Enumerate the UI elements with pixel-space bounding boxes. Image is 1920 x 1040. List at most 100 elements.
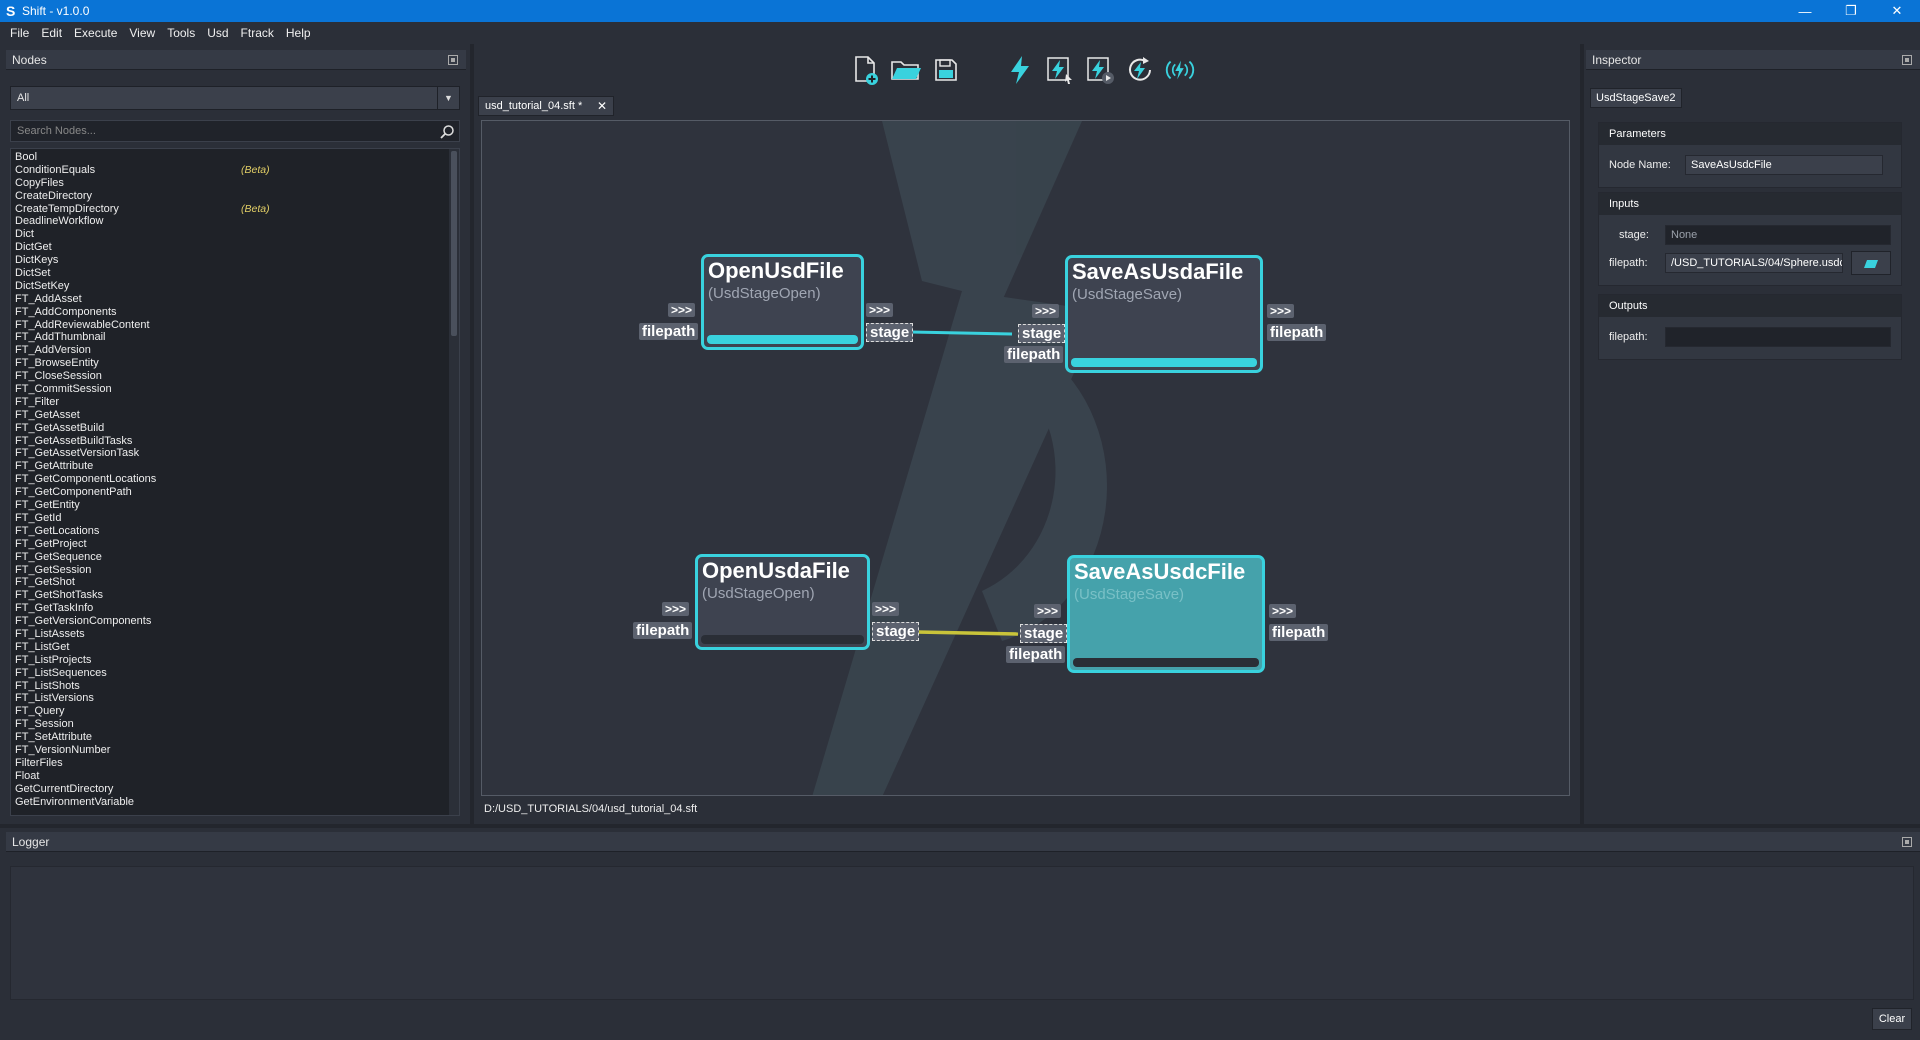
close-button[interactable]: ✕ <box>1891 3 1903 18</box>
input-port-filepath[interactable]: filepath <box>633 622 693 639</box>
list-item[interactable]: FT_Session <box>11 718 451 731</box>
list-item[interactable]: DeadlineWorkflow <box>11 215 451 228</box>
close-icon[interactable]: ✕ <box>596 99 607 113</box>
input-port-stage[interactable]: stage <box>1018 324 1066 343</box>
execute-background-button[interactable] <box>1164 54 1196 86</box>
list-item[interactable]: FT_CloseSession <box>11 370 451 383</box>
node-list-scrollbar[interactable] <box>449 149 459 815</box>
node-graph-canvas[interactable]: >>> filepath OpenUsdFile (UsdStageOpen) … <box>481 120 1570 796</box>
list-item[interactable]: FT_AddComponents <box>11 306 451 319</box>
list-item[interactable]: FT_GetAttribute <box>11 460 451 473</box>
list-item[interactable]: FT_GetTaskInfo <box>11 602 451 615</box>
list-item[interactable]: FT_ListGet <box>11 641 451 654</box>
input-port-filepath[interactable]: filepath <box>1006 646 1066 663</box>
list-item[interactable]: FT_ListVersions <box>11 692 451 705</box>
list-item[interactable]: FT_BrowseEntity <box>11 357 451 370</box>
output-port-stage[interactable]: stage <box>872 622 920 641</box>
node-saveasusdafile[interactable]: SaveAsUsdaFile (UsdStageSave) <box>1065 255 1263 373</box>
menu-help[interactable]: Help <box>285 26 311 40</box>
list-item[interactable]: FT_AddVersion <box>11 344 451 357</box>
chevron-down-icon[interactable]: ▼ <box>437 87 459 109</box>
list-item[interactable]: FT_Query <box>11 705 451 718</box>
log-output[interactable] <box>10 866 1914 1000</box>
list-item[interactable]: Float <box>11 770 451 783</box>
scrollbar-thumb[interactable] <box>451 151 457 336</box>
browse-filepath-button[interactable] <box>1851 251 1891 275</box>
list-item[interactable]: DictSet <box>11 267 451 280</box>
list-item[interactable]: DictGet <box>11 241 451 254</box>
list-item[interactable]: FT_GetAssetVersionTask <box>11 447 451 460</box>
output-port-filepath[interactable]: filepath <box>1269 624 1329 641</box>
undock-icon[interactable] <box>1902 837 1912 847</box>
open-file-button[interactable] <box>890 54 922 86</box>
list-item[interactable]: FT_GetVersionComponents <box>11 615 451 628</box>
list-item[interactable]: FT_VersionNumber <box>11 744 451 757</box>
execute-button[interactable] <box>1004 54 1036 86</box>
list-item[interactable]: DictSetKey <box>11 280 451 293</box>
list-item[interactable]: FT_CommitSession <box>11 383 451 396</box>
bottom-splitter[interactable] <box>0 824 1920 828</box>
list-item[interactable]: ConditionEquals(Beta) <box>11 164 451 177</box>
search-nodes-input[interactable]: Search Nodes... <box>10 120 460 142</box>
list-item[interactable]: FT_AddThumbnail <box>11 331 451 344</box>
menu-file[interactable]: File <box>10 26 30 40</box>
list-item[interactable]: FT_GetSequence <box>11 551 451 564</box>
execute-debug-button[interactable] <box>1084 54 1116 86</box>
input-port-stage[interactable]: stage <box>1020 624 1068 643</box>
minimize-button[interactable]: — <box>1798 3 1812 19</box>
stage-input[interactable]: None <box>1665 225 1891 245</box>
undock-icon[interactable] <box>448 55 458 65</box>
list-item[interactable]: FT_GetAsset <box>11 409 451 422</box>
list-item[interactable]: FT_ListProjects <box>11 654 451 667</box>
new-file-button[interactable] <box>850 54 882 86</box>
tab-usd-tutorial-04[interactable]: usd_tutorial_04.sft * ✕ <box>478 96 614 116</box>
list-item[interactable]: FT_GetComponentPath <box>11 486 451 499</box>
list-item[interactable]: Bool <box>11 151 451 164</box>
execute-selected-button[interactable] <box>1044 54 1076 86</box>
list-item[interactable]: Dict <box>11 228 451 241</box>
menu-tools[interactable]: Tools <box>167 26 196 40</box>
list-item[interactable]: FilterFiles <box>11 757 451 770</box>
input-port-filepath[interactable]: filepath <box>1004 346 1064 363</box>
list-item[interactable]: FT_AddAsset <box>11 293 451 306</box>
menu-view[interactable]: View <box>129 26 156 40</box>
list-item[interactable]: FT_GetId <box>11 512 451 525</box>
restore-button[interactable]: ❐ <box>1845 3 1857 18</box>
output-port-filepath[interactable]: filepath <box>1267 324 1327 341</box>
list-item[interactable]: FT_AddReviewableContent <box>11 319 451 332</box>
output-port-stage[interactable]: stage <box>866 323 914 342</box>
list-item[interactable]: FT_GetEntity <box>11 499 451 512</box>
list-item[interactable]: FT_ListShots <box>11 680 451 693</box>
save-file-button[interactable] <box>930 54 962 86</box>
list-item[interactable]: FT_GetSession <box>11 564 451 577</box>
search-icon[interactable] <box>439 124 455 140</box>
node-name-input[interactable]: SaveAsUsdcFile <box>1685 155 1883 175</box>
node-openusdfile[interactable]: OpenUsdFile (UsdStageOpen) <box>701 254 864 350</box>
filepath-input[interactable]: /USD_TUTORIALS/04/Sphere.usdc <box>1665 253 1843 273</box>
list-item[interactable]: FT_GetAssetBuildTasks <box>11 435 451 448</box>
list-item[interactable]: FT_ListAssets <box>11 628 451 641</box>
menu-execute[interactable]: Execute <box>74 26 118 40</box>
input-port-filepath[interactable]: filepath <box>639 323 699 340</box>
right-splitter[interactable] <box>1580 44 1584 824</box>
left-splitter[interactable] <box>470 44 474 824</box>
list-item[interactable]: GetEnvironmentVariable <box>11 796 451 809</box>
menu-ftrack[interactable]: Ftrack <box>240 26 274 40</box>
execute-reload-button[interactable] <box>1124 54 1156 86</box>
list-item[interactable]: DictKeys <box>11 254 451 267</box>
list-item[interactable]: FT_GetAssetBuild <box>11 422 451 435</box>
node-saveasusdcfile[interactable]: SaveAsUsdcFile (UsdStageSave) <box>1067 555 1265 673</box>
list-item[interactable]: FT_GetShotTasks <box>11 589 451 602</box>
list-item[interactable]: GetCurrentDirectory <box>11 783 451 796</box>
edge-stage-lower[interactable] <box>916 630 1019 636</box>
node-filter-select[interactable]: All ▼ <box>10 86 460 110</box>
list-item[interactable]: FT_Filter <box>11 396 451 409</box>
list-item[interactable]: CreateDirectory <box>11 190 451 203</box>
list-item[interactable]: FT_ListSequences <box>11 667 451 680</box>
menu-edit[interactable]: Edit <box>41 26 63 40</box>
list-item[interactable]: FT_GetComponentLocations <box>11 473 451 486</box>
list-item[interactable]: CreateTempDirectory(Beta) <box>11 203 451 216</box>
undock-icon[interactable] <box>1902 55 1912 65</box>
list-item[interactable]: FT_GetLocations <box>11 525 451 538</box>
list-item[interactable]: FT_GetShot <box>11 576 451 589</box>
